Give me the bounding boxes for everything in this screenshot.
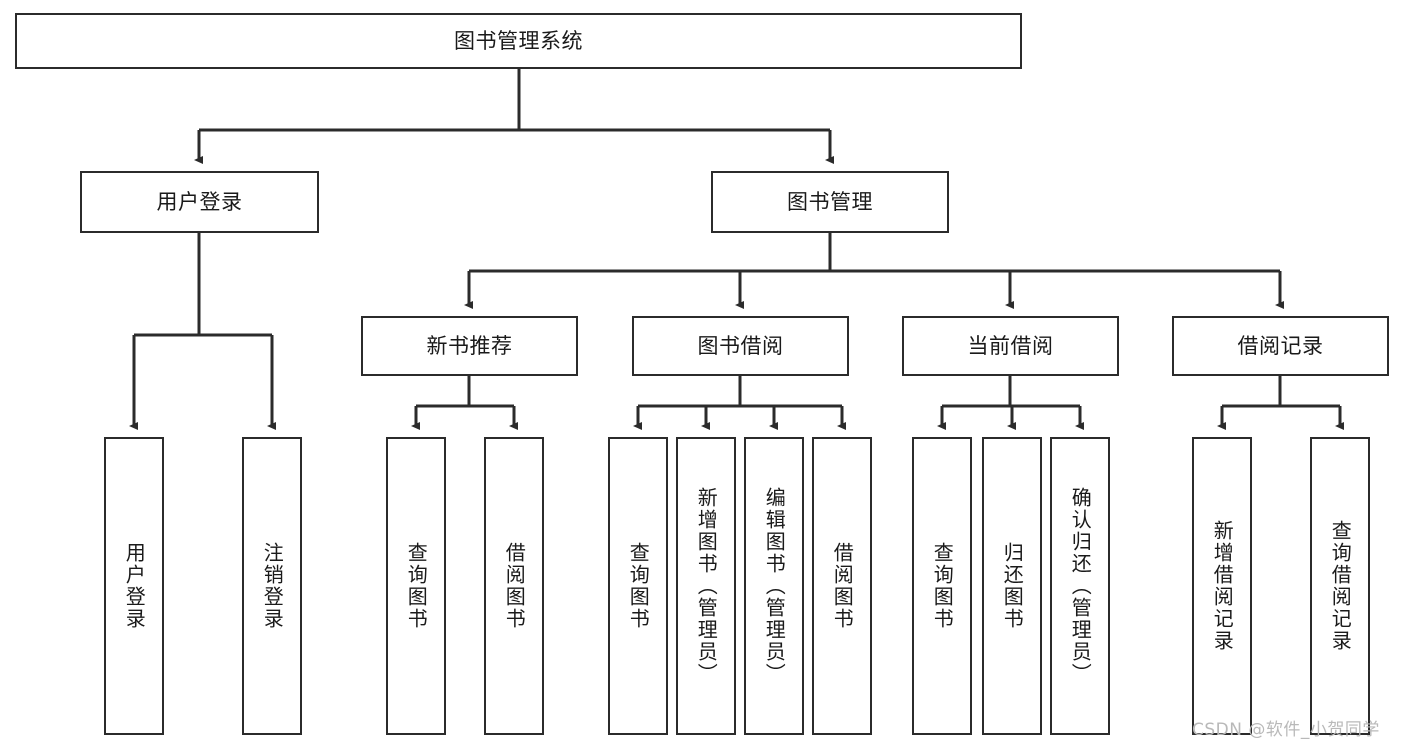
node-borrow-record-label: 借阅记录	[1237, 333, 1324, 358]
leaf-node-label: 借阅图书	[830, 542, 855, 630]
leaf-node-label: 查询图书	[626, 542, 651, 630]
leaf-node-label: 查询图书	[404, 542, 429, 630]
leaf-node-label: 借阅图书	[502, 542, 527, 630]
leaf-node-label: 用户登录	[122, 542, 147, 630]
leaf-node-label: 编辑图书（管理员）	[762, 487, 787, 685]
node-book-manage-label: 图书管理	[787, 189, 873, 214]
leaf-node[interactable]: 查询借阅记录	[1310, 437, 1370, 735]
node-root[interactable]: 图书管理系统	[15, 13, 1022, 69]
leaf-node-label: 注销登录	[260, 542, 285, 630]
node-book-borrow-label: 图书借阅	[697, 333, 784, 358]
node-user-login[interactable]: 用户登录	[80, 171, 319, 233]
node-book-manage[interactable]: 图书管理	[711, 171, 949, 233]
leaf-node[interactable]: 借阅图书	[812, 437, 872, 735]
leaf-node[interactable]: 用户登录	[104, 437, 164, 735]
node-user-login-label: 用户登录	[156, 189, 243, 214]
leaf-node-label: 查询图书	[930, 542, 955, 630]
leaf-node-label: 查询借阅记录	[1328, 520, 1353, 652]
leaf-node[interactable]: 查询图书	[608, 437, 668, 735]
node-new-book-rec[interactable]: 新书推荐	[361, 316, 578, 376]
leaf-node-label: 新增借阅记录	[1210, 520, 1235, 652]
leaf-node[interactable]: 编辑图书（管理员）	[744, 437, 804, 735]
node-new-book-rec-label: 新书推荐	[426, 333, 513, 358]
node-current-borrow[interactable]: 当前借阅	[902, 316, 1119, 376]
node-borrow-record[interactable]: 借阅记录	[1172, 316, 1389, 376]
leaf-node[interactable]: 查询图书	[386, 437, 446, 735]
leaf-node[interactable]: 确认归还（管理员）	[1050, 437, 1110, 735]
leaf-node-label: 归还图书	[1000, 542, 1025, 630]
leaf-node[interactable]: 新增借阅记录	[1192, 437, 1252, 735]
leaf-node-label: 确认归还（管理员）	[1068, 487, 1093, 685]
leaf-node[interactable]: 归还图书	[982, 437, 1042, 735]
node-root-label: 图书管理系统	[454, 28, 583, 53]
leaf-node[interactable]: 新增图书（管理员）	[676, 437, 736, 735]
csdn-watermark: CSDN @软件_小贺同学	[1192, 720, 1380, 740]
leaf-node[interactable]: 借阅图书	[484, 437, 544, 735]
node-current-borrow-label: 当前借阅	[967, 333, 1054, 358]
node-book-borrow[interactable]: 图书借阅	[632, 316, 849, 376]
leaf-node[interactable]: 注销登录	[242, 437, 302, 735]
leaf-node-label: 新增图书（管理员）	[694, 487, 719, 685]
leaf-node[interactable]: 查询图书	[912, 437, 972, 735]
